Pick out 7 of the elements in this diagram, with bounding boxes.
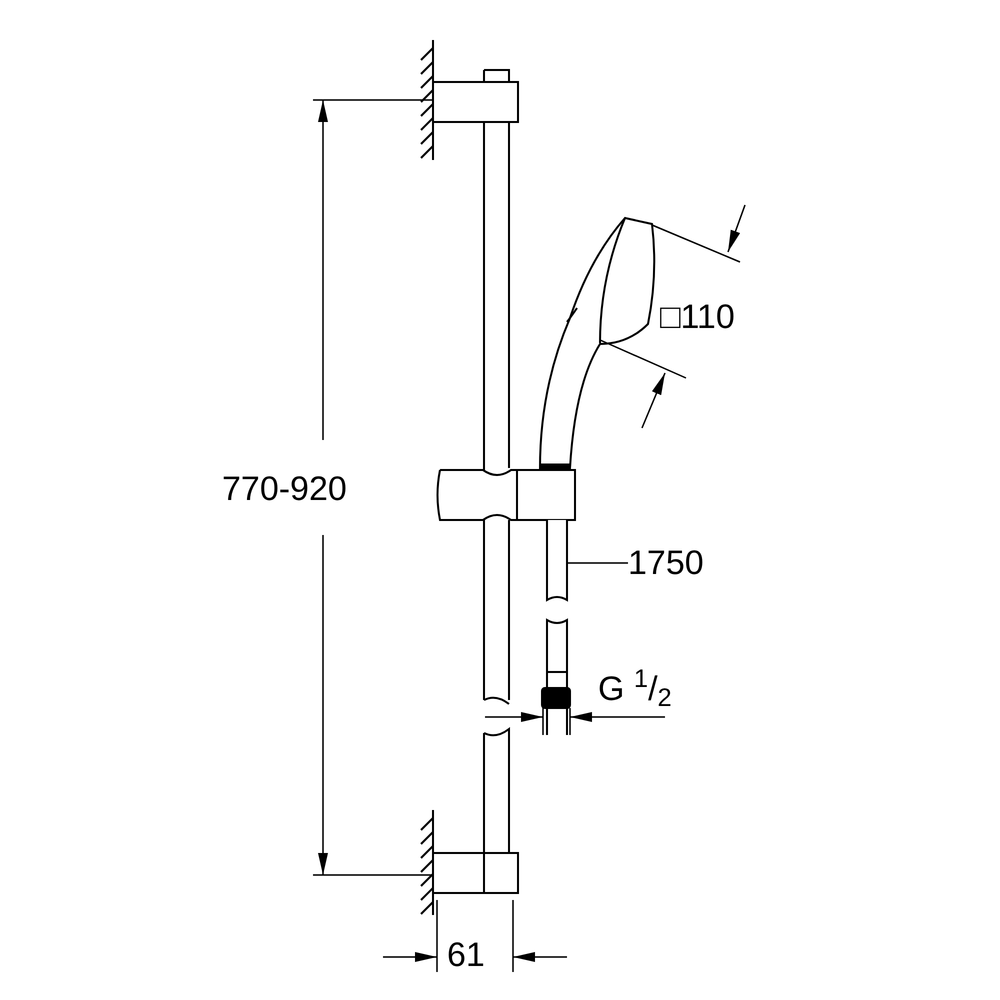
leader-line: [567, 562, 628, 564]
dimension-text: 770-920: [222, 472, 347, 506]
dimension-text: 61: [447, 938, 485, 972]
dimension-text: 1750: [628, 546, 704, 580]
dimension-text: G $^{1}$/$_{2}$: [598, 672, 672, 706]
dimension-text: □110: [660, 300, 735, 334]
shower-hose: [541, 519, 571, 736]
